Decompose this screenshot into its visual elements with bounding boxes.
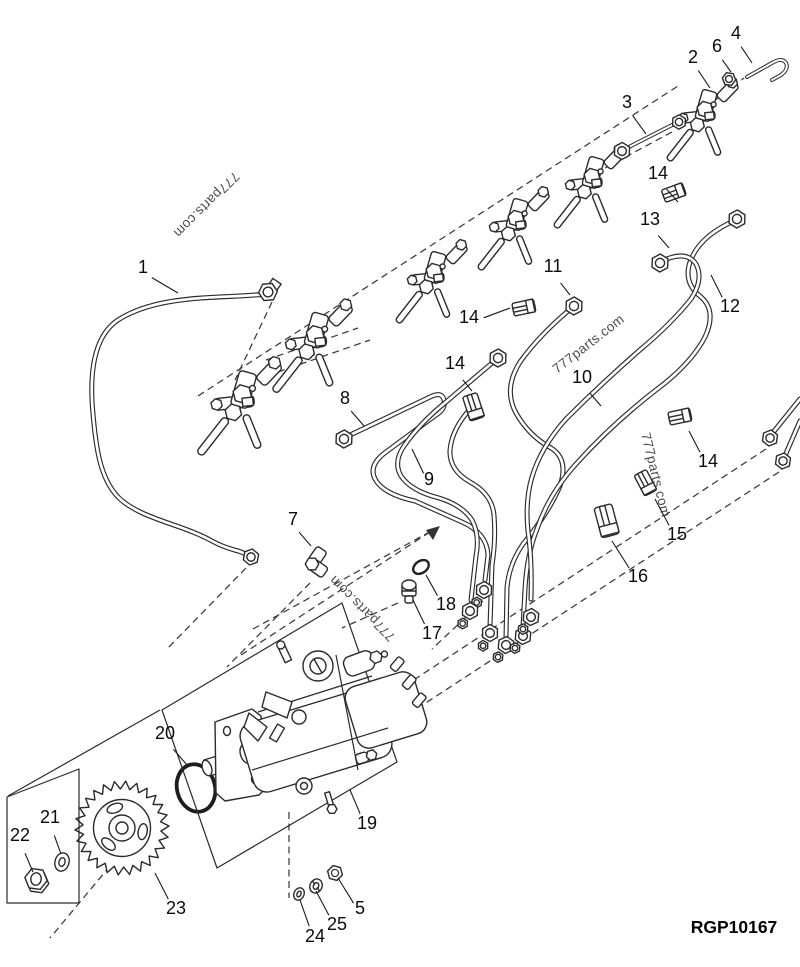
callout-leader-14 — [483, 307, 511, 319]
injection-line-9 — [395, 355, 501, 603]
part-callout-2: 2 — [688, 47, 698, 67]
nut-22 — [22, 866, 51, 895]
callouts-layer: 1234614131112141410891415167171820192122… — [10, 23, 753, 946]
construction-lines — [49, 77, 780, 939]
callout-leader-7 — [298, 531, 312, 547]
hardware-box — [6, 768, 80, 904]
fuel-pipe-4 — [745, 58, 789, 82]
drive-gear-group — [6, 709, 170, 904]
part-callout-20: 20 — [155, 723, 175, 743]
part-callout-24: 24 — [305, 926, 325, 946]
callout-leader-23 — [154, 872, 169, 900]
part-callout-16: 16 — [628, 566, 648, 586]
part-callout-14: 14 — [459, 307, 479, 327]
part-callout-6: 6 — [712, 36, 722, 56]
part-callout-22: 22 — [10, 825, 30, 845]
part-callout-5: 5 — [355, 898, 365, 918]
direction-arrowhead — [426, 526, 440, 540]
callout-leader-19 — [349, 789, 361, 814]
callout-leader-14 — [688, 430, 701, 453]
callout-leader-17 — [412, 599, 425, 625]
lock-washer-25 — [309, 878, 323, 894]
callout-leader-21 — [53, 835, 62, 855]
part-callout-9: 9 — [424, 469, 434, 489]
callout-leader-2 — [697, 70, 711, 89]
callout-leader-14 — [462, 379, 473, 392]
part-callout-3: 3 — [622, 92, 632, 112]
part-callout-21: 21 — [40, 807, 60, 827]
part-callout-23: 23 — [166, 898, 186, 918]
part-callout-13: 13 — [640, 209, 660, 229]
callout-leader-22 — [24, 852, 34, 873]
o-ring-20 — [174, 762, 218, 814]
washer-21 — [54, 852, 70, 872]
part-callout-14: 14 — [648, 163, 668, 183]
fuel-pipes — [89, 58, 800, 640]
plug-17 — [401, 579, 417, 604]
watermark-text: 777parts.com — [171, 169, 243, 241]
part-callout-19: 19 — [357, 813, 377, 833]
pump-bolt — [276, 640, 293, 664]
callout-leader-24 — [299, 899, 310, 927]
callout-leader-4 — [740, 46, 753, 64]
washer-24 — [293, 887, 305, 901]
part-callout-18: 18 — [436, 594, 456, 614]
o-ring-18 — [412, 558, 430, 576]
callout-leader-6 — [721, 59, 732, 73]
callout-leader-1 — [151, 277, 179, 294]
elbow-fitting-7 — [304, 546, 329, 578]
callout-leader-3 — [632, 115, 647, 135]
small-parts — [22, 546, 430, 901]
callout-leader-13 — [657, 235, 670, 249]
callout-leader-8 — [350, 410, 365, 427]
callout-leader-14 — [666, 188, 679, 203]
callout-leader-15 — [654, 498, 670, 526]
part-callout-12: 12 — [720, 296, 740, 316]
part-callout-11: 11 — [544, 256, 563, 276]
callout-leader-9 — [411, 448, 425, 474]
watermark-text: 777parts.com — [326, 573, 398, 645]
fuel-pipe-1 — [89, 291, 269, 559]
part-callout-4: 4 — [731, 23, 741, 43]
pump-solenoid — [342, 649, 389, 677]
drawing-code: RGP10167 — [691, 917, 778, 937]
part-callout-25: 25 — [327, 914, 347, 934]
callout-leader-11 — [560, 282, 571, 296]
part-callout-10: 10 — [572, 367, 592, 387]
callout-leader-12 — [710, 274, 723, 298]
callout-leader-10 — [589, 393, 602, 407]
nut-5 — [325, 864, 345, 882]
callout-leader-25 — [315, 890, 330, 916]
part-callout-7: 7 — [288, 509, 298, 529]
callout-leader-16 — [611, 540, 630, 569]
part-callout-17: 17 — [422, 623, 442, 643]
part-callout-8: 8 — [340, 388, 350, 408]
part-callout-1: 1 — [138, 257, 148, 277]
part-callout-15: 15 — [667, 524, 687, 544]
part-callout-14: 14 — [698, 451, 718, 471]
injection-pump — [161, 602, 428, 869]
callout-leader-5 — [337, 877, 354, 904]
part-callout-14: 14 — [445, 353, 465, 373]
callout-leader-20 — [173, 749, 188, 766]
nut-fittings — [239, 71, 795, 663]
callout-leader-18 — [425, 574, 438, 596]
